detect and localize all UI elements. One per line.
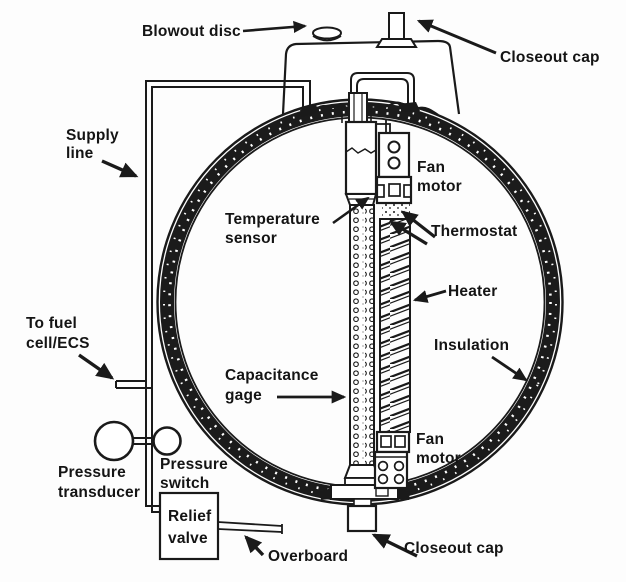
arrow-to-fuel-cell	[78, 353, 115, 380]
label-closeout-cap-top: Closeout cap	[500, 49, 600, 66]
arrow-closeout-cap-top	[416, 19, 497, 55]
arrow-temperature-sensor	[332, 196, 370, 225]
arrow-overboard	[244, 535, 265, 557]
label-to-fuel-cell-2: cell/ECS	[26, 335, 90, 352]
heater-coil	[379, 218, 411, 433]
pressure-transducer-part	[93, 420, 135, 462]
label-insulation: Insulation	[434, 337, 509, 354]
labels: Blowout disc Closeout cap Supply line Te…	[26, 23, 600, 565]
label-pressure-transducer-1: Pressure	[58, 464, 126, 481]
label-fan-motor-top-1: Fan	[417, 159, 445, 176]
arrow-closeout-cap-bottom	[371, 533, 418, 558]
closeout-cap-bottom-part	[346, 504, 378, 533]
arrow-thermostat-2	[388, 220, 428, 246]
supply-line-pipe	[145, 80, 311, 513]
arrow-thermostat-1	[401, 210, 436, 239]
label-overboard: Overboard	[268, 548, 348, 565]
label-relief-valve-2: valve	[168, 530, 208, 547]
label-capacitance-gage-2: gage	[225, 387, 262, 404]
closeout-cap-top-part	[375, 12, 418, 48]
probe-housing	[344, 120, 378, 196]
label-fan-motor-bottom-2: motor	[416, 450, 461, 467]
label-supply-line-1: Supply	[66, 127, 119, 144]
label-capacitance-gage-1: Capacitance	[225, 367, 319, 384]
label-pressure-switch-2: switch	[160, 475, 209, 492]
label-relief-valve-1: Relief	[168, 508, 212, 525]
label-blowout-disc: Blowout disc	[142, 23, 241, 40]
overboard-pipe	[217, 521, 283, 527]
label-pressure-switch-1: Pressure	[160, 456, 228, 473]
label-to-fuel-cell-1: To fuel	[26, 315, 77, 332]
label-fan-motor-bottom-1: Fan	[416, 431, 444, 448]
relief-valve-box	[158, 491, 220, 561]
label-heater: Heater	[448, 283, 497, 300]
heater-fan-column	[373, 120, 413, 490]
dome-vent-pipe	[350, 72, 415, 112]
central-column	[320, 92, 410, 533]
label-closeout-cap-bottom: Closeout cap	[404, 540, 504, 557]
neck-flange-hardware	[296, 101, 439, 123]
label-fan-motor-top-2: motor	[417, 178, 462, 195]
pressure-switch-part	[152, 426, 182, 456]
pressure-instrumentation	[93, 420, 283, 561]
arrow-insulation	[491, 355, 528, 382]
callout-arrows	[78, 19, 528, 558]
tank-neck	[348, 92, 368, 125]
label-temperature-sensor-1: Temperature	[225, 211, 320, 228]
arrow-heater	[412, 289, 447, 303]
label-thermostat: Thermostat	[431, 223, 517, 240]
label-temperature-sensor-2: sensor	[225, 230, 277, 247]
arrow-supply-line	[101, 159, 139, 178]
label-pressure-transducer-2: transducer	[58, 484, 140, 501]
label-supply-line-2: line	[66, 145, 94, 162]
arrow-blowout-disc	[242, 20, 308, 33]
blowout-disc-part	[312, 26, 342, 42]
fan-motor-top-part	[377, 131, 411, 179]
fuel-cell-outlet-pipe	[115, 380, 152, 389]
